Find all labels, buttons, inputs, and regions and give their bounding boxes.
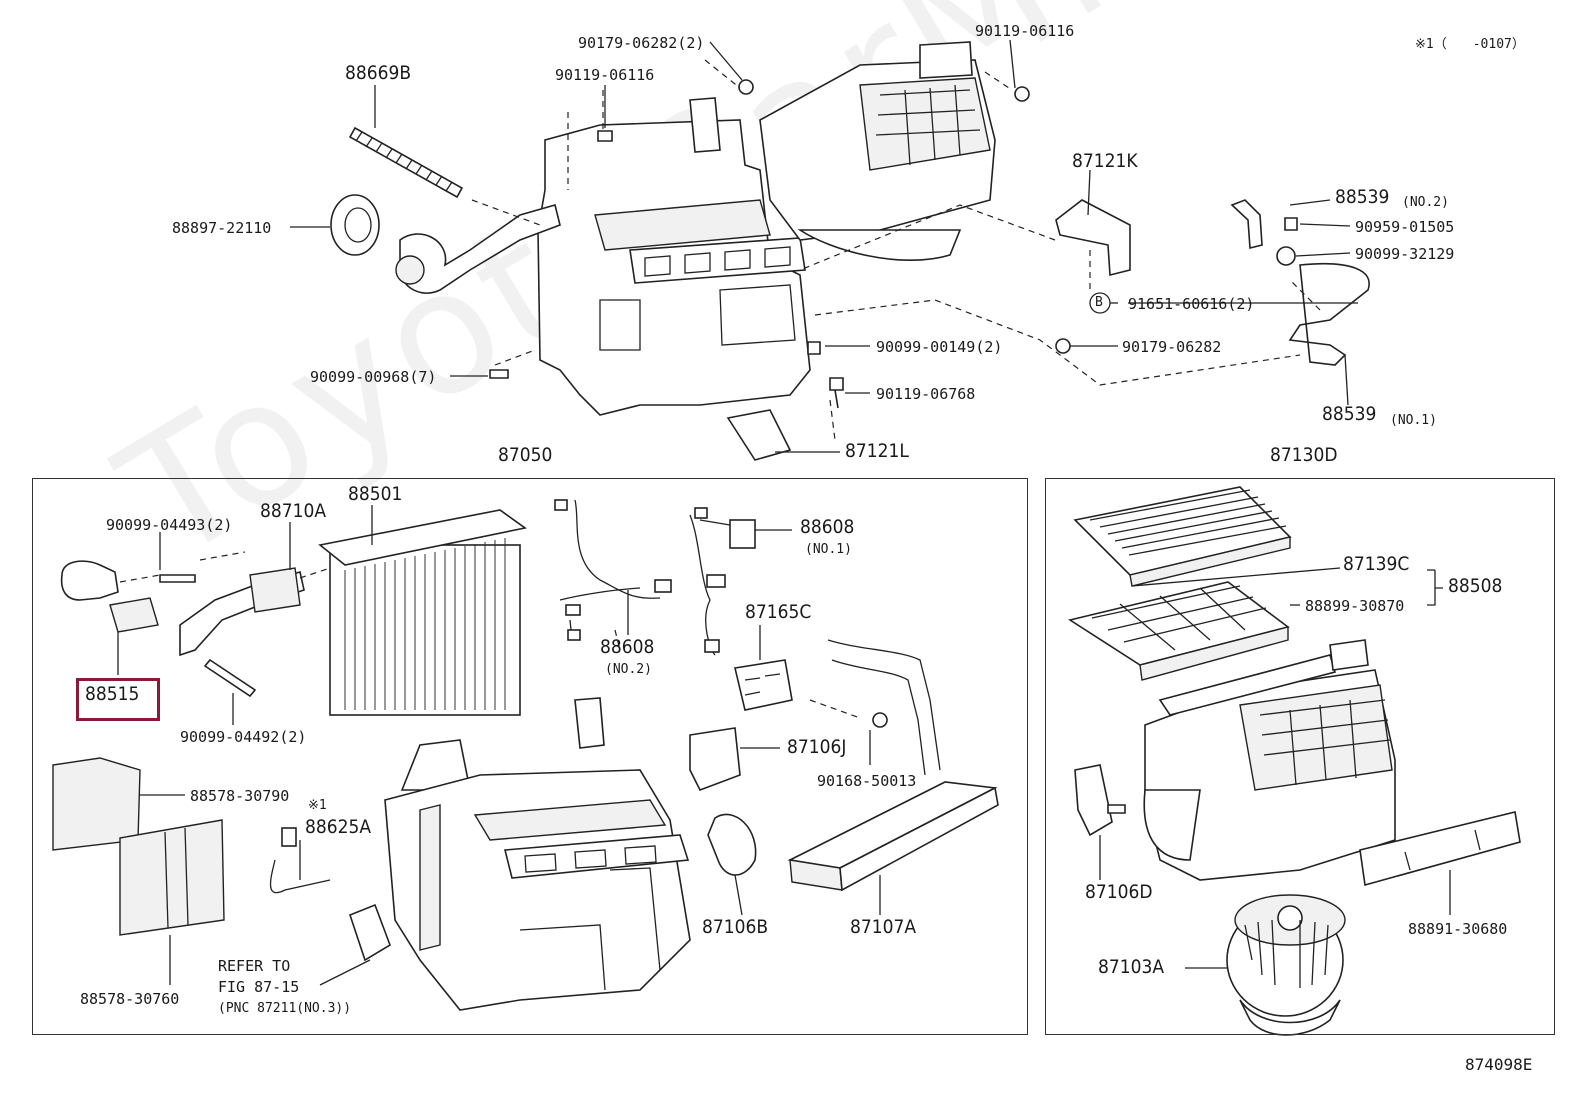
part-label-88539-no1: 88539 (1322, 403, 1377, 425)
part-label-88515: 88515 (85, 683, 140, 705)
part-label-87106D: 87106D (1085, 881, 1153, 903)
part-label-90099-32129: 90099-32129 (1355, 245, 1455, 263)
part-label-87106J: 87106J (787, 736, 847, 758)
part-label-90099-04493-2: 90099-04493(2) (106, 516, 233, 534)
part-label-88608-no2-sub: (NO.2) (605, 662, 652, 677)
part-label-88608-no1: 88608 (800, 516, 855, 538)
leader-lines (117, 39, 1451, 986)
part-label-88897-22110: 88897-22110 (172, 219, 272, 237)
part-label-90099-00968-7: 90099-00968(7) (310, 368, 437, 386)
b-marker-circle (1089, 292, 1111, 314)
part-label-91651-60616-2: 91651-60616(2) (1128, 295, 1255, 313)
part-label-87139C: 87139C (1343, 553, 1410, 575)
left-box-parts-drawing (52, 499, 999, 1011)
part-label-88608-no1-sub: (NO.1) (805, 542, 852, 557)
part-label-88578-30790: 88578-30790 (190, 787, 290, 805)
part-label-87103A: 87103A (1098, 956, 1165, 978)
part-label-88625A: 88625A (305, 816, 372, 838)
part-label-88539-no2: 88539 (1335, 186, 1390, 208)
part-label-88539-no2-sub: (NO.2) (1402, 195, 1449, 210)
part-label-87165C: 87165C (745, 601, 812, 623)
part-label-90119-06116-left: 90119-06116 (555, 66, 655, 84)
part-label-90179-06282-2: 90179-06282(2) (578, 34, 705, 52)
left-assembly-label: 87050 (498, 444, 553, 466)
part-label-87106B: 87106B (702, 916, 769, 938)
part-label-90099-00149-2: 90099-00149(2) (876, 338, 1003, 356)
top-heater-unit-drawing (330, 41, 1370, 461)
right-assembly-box (1045, 478, 1555, 1035)
right-assembly-label: 87130D (1270, 444, 1338, 466)
part-label-88710A: 88710A (260, 500, 327, 522)
part-label-88899-30870: 88899-30870 (1305, 597, 1405, 615)
part-label-88608-no2: 88608 (600, 636, 655, 658)
part-label-88539-no1-sub: (NO.1) (1390, 413, 1437, 428)
refer-text-line3: (PNC 87211(NO.3)) (218, 1001, 352, 1016)
part-label-88891-30680: 88891-30680 (1408, 920, 1508, 938)
right-box-parts-drawing (1067, 486, 1521, 1036)
refer-text-line1: REFER TO (218, 957, 291, 975)
part-label-90168-50013: 90168-50013 (817, 772, 917, 790)
part-label-90119-06116-top: 90119-06116 (975, 22, 1075, 40)
part-label-90959-01505: 90959-01505 (1355, 218, 1455, 236)
b-marker-label: B (1095, 295, 1103, 310)
highlighted-part-box (76, 678, 160, 721)
part-label-90119-06768: 90119-06768 (876, 385, 976, 403)
part-label-90179-06282: 90179-06282 (1122, 338, 1222, 356)
part-label-87121K: 87121K (1072, 150, 1138, 172)
part-label-88669B: 88669B (345, 62, 412, 84)
part-label-90099-04492-2: 90099-04492(2) (180, 728, 307, 746)
part-label-88501: 88501 (348, 483, 403, 505)
part-label-88508: 88508 (1448, 575, 1503, 597)
left-assembly-box (32, 478, 1028, 1035)
part-label-87107A: 87107A (850, 916, 917, 938)
part-label-88625A-note: ※1 (308, 798, 327, 813)
evaporator-fins (344, 538, 506, 710)
part-label-87121L: 87121L (845, 440, 909, 462)
figure-id: 874098E (1465, 1055, 1533, 1074)
part-label-88578-30760: 88578-30760 (80, 990, 180, 1008)
footnote-top-right: ※1（ -0107） (1415, 37, 1525, 52)
refer-text-line2: FIG 87-15 (218, 978, 300, 996)
